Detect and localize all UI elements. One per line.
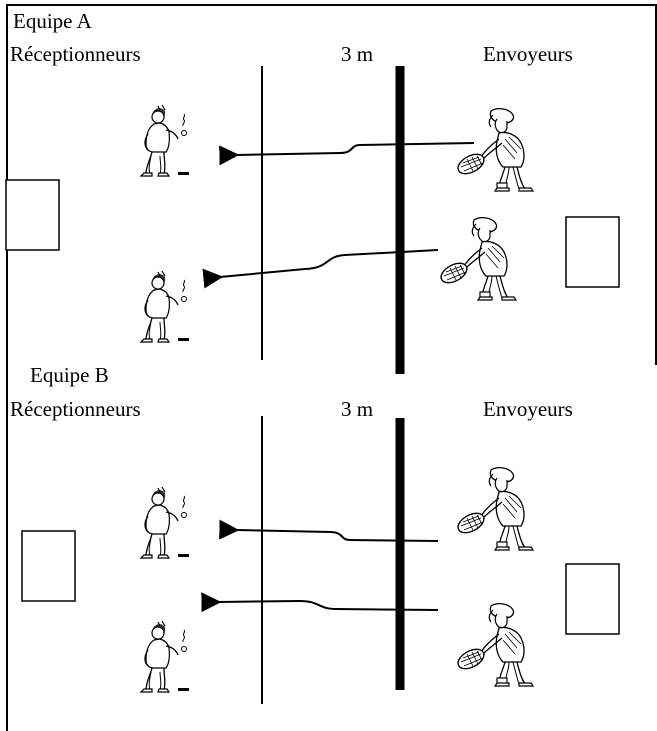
team-b-distance-label: 3 m (341, 397, 374, 421)
team-a-receiver-2-icon (140, 270, 190, 343)
team-a-receiver-target-box (5, 179, 60, 251)
team-a-sender-target-box (565, 216, 620, 288)
team-b-senders-label: Envoyeurs (483, 397, 573, 421)
team-b-receiver-2-icon (140, 620, 190, 693)
team-b-arrow-2 (201, 592, 439, 613)
team-b-sender-target-box (565, 563, 620, 635)
team-b-title: Equipe B (30, 363, 109, 387)
team-a-arrow-2 (202, 249, 439, 289)
team-b-receiver-target-box (21, 530, 76, 602)
team-a-senders-label: Envoyeurs (483, 42, 573, 66)
team-b-receiver-1-icon (140, 486, 190, 559)
frame-left-border (6, 4, 8, 731)
team-b-sender-2-icon (454, 602, 534, 687)
team-a-sender-1-icon (454, 107, 534, 192)
team-a-receiver-1-icon (140, 104, 190, 177)
team-b-sender-1-icon (454, 466, 534, 551)
team-a-title: Equipe A (13, 9, 92, 33)
frame-right-border (655, 4, 657, 365)
team-a-arrow-1 (219, 142, 475, 166)
frame-top-border (6, 4, 657, 6)
team-b-arrow-1 (219, 519, 439, 542)
team-a-sender-2-icon (437, 216, 517, 301)
team-a-receivers-label: Réceptionneurs (10, 42, 141, 66)
team-b-receivers-label: Réceptionneurs (10, 397, 141, 421)
team-a-distance-label: 3 m (341, 42, 374, 66)
